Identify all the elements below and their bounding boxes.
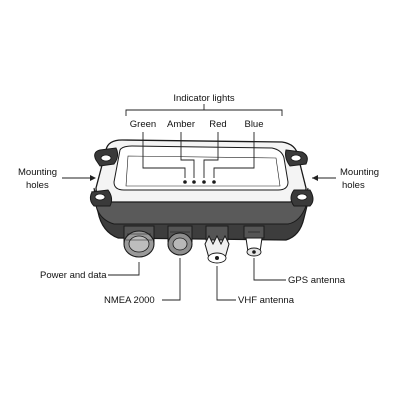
power-data-connector	[123, 225, 155, 258]
label-nmea2000: NMEA 2000	[104, 295, 155, 306]
label-vhf: VHF antenna	[238, 295, 295, 306]
leader-blue	[213, 132, 255, 178]
leader-green	[142, 132, 186, 178]
label-green: Green	[130, 119, 156, 130]
label-amber: Amber	[167, 119, 195, 130]
label-gps: GPS antenna	[288, 275, 346, 286]
leader-red	[203, 132, 219, 178]
vhf-antenna-connector	[204, 225, 230, 264]
label-mounting-left-2: holes	[26, 180, 49, 191]
leader-vhf	[216, 266, 236, 301]
arrow-mounting-right	[312, 175, 318, 181]
label-mounting-right-2: holes	[342, 180, 365, 191]
leader-power-data	[108, 262, 140, 276]
led-red	[202, 180, 206, 184]
label-red: Red	[209, 119, 226, 130]
indicator-bracket	[125, 109, 283, 116]
mounting-hole-right	[285, 149, 314, 207]
nmea2000-connector	[167, 225, 193, 256]
leader-nmea2000	[162, 258, 181, 301]
label-indicator-lights: Indicator lights	[173, 93, 235, 104]
arrow-mounting-left	[90, 175, 96, 181]
label-mounting-left-1: Mounting	[18, 167, 57, 178]
mounting-hole-left	[89, 147, 119, 207]
indicator-leds	[183, 180, 216, 184]
label-mounting-right-1: Mounting	[340, 167, 379, 178]
led-blue	[212, 180, 216, 184]
device-body	[91, 139, 311, 241]
led-green	[183, 180, 187, 184]
label-blue: Blue	[244, 119, 263, 130]
leader-gps	[253, 258, 286, 281]
leader-amber	[180, 132, 195, 178]
gps-antenna-connector	[243, 225, 265, 257]
label-power-data: Power and data	[40, 270, 107, 281]
led-amber	[192, 180, 196, 184]
